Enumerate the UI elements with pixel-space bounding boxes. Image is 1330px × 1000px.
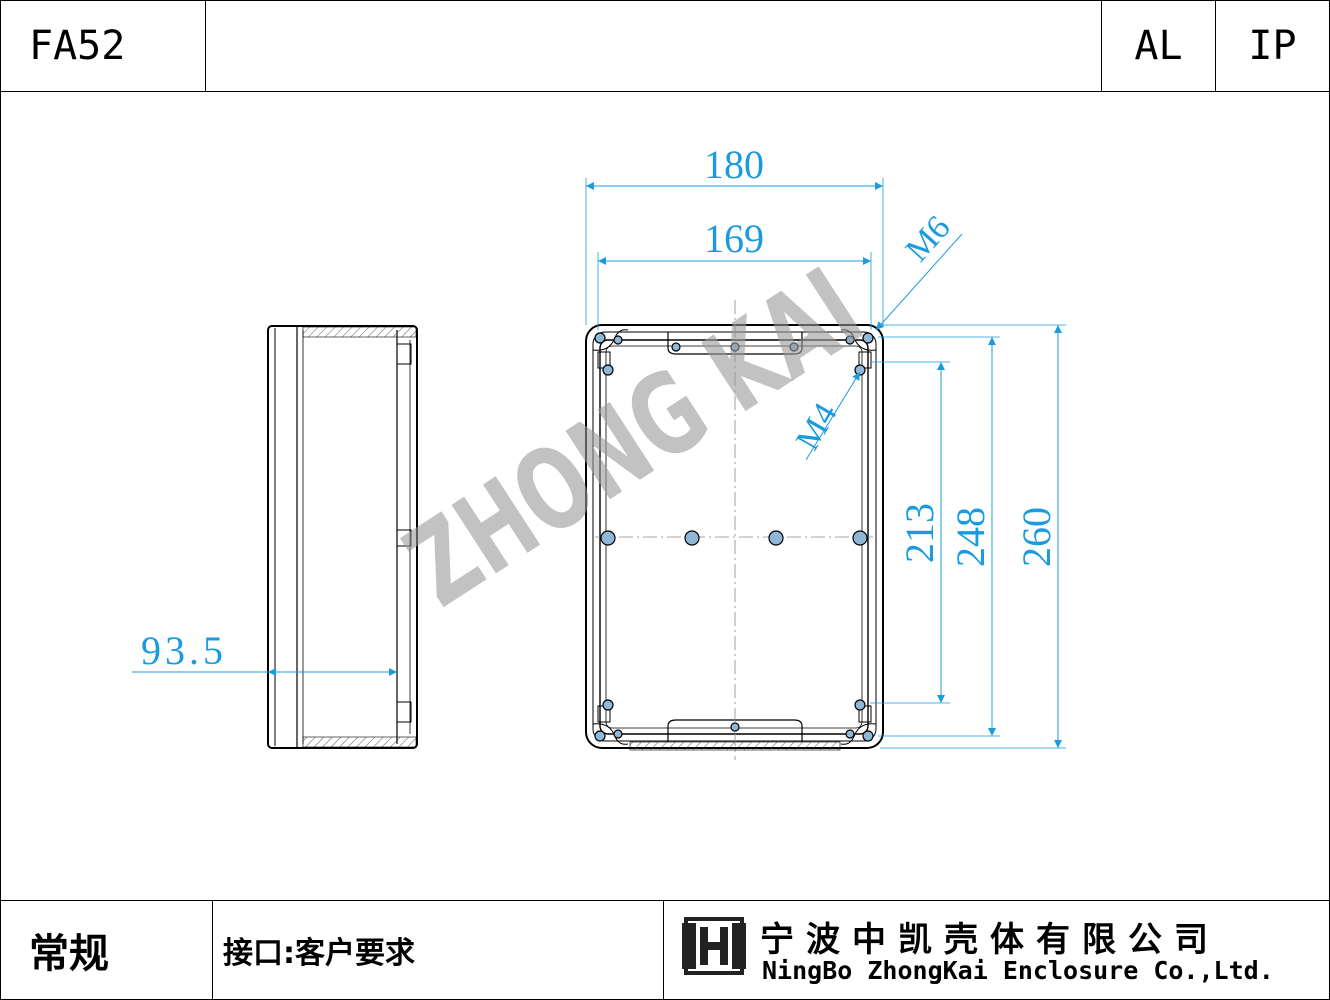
material-cell: AL [1101,0,1216,92]
interface-cell: 接口:客户要求 [212,900,664,1000]
material-label: AL [1134,23,1183,69]
model-cell: FA52 [0,0,206,92]
dim-depth: 93.5 [141,628,227,673]
dim-hole-width: 169 [704,216,764,261]
category-cell: 常规 [0,900,213,1000]
dimension-lines [132,182,1062,748]
company-name-cn: 宁波中凯壳体有限公司 [760,920,1220,960]
interface-label: 接口:客户要求 [223,936,415,971]
category-label: 常规 [29,930,109,977]
dim-outer-width: 180 [704,142,764,187]
thread-m6-label: M6 [899,209,958,269]
header-divider [0,91,1330,92]
rating-cell: IP [1215,0,1330,92]
model-number: FA52 [29,23,126,69]
extension-lines [585,178,1066,749]
dim-hole-height: 213 [897,503,942,563]
dim-outer-height: 260 [1014,507,1059,567]
company-logo-icon [682,917,746,975]
rating-label: IP [1248,23,1297,69]
company-name-en: NingBo ZhongKai Enclosure Co.,Ltd. [762,956,1274,985]
technical-drawing: ZHONG KAI 180 169 93.5 213 248 260 M6 M4 [132,142,1066,760]
mounting-holes [594,332,874,742]
dim-inner-height: 248 [948,507,993,567]
